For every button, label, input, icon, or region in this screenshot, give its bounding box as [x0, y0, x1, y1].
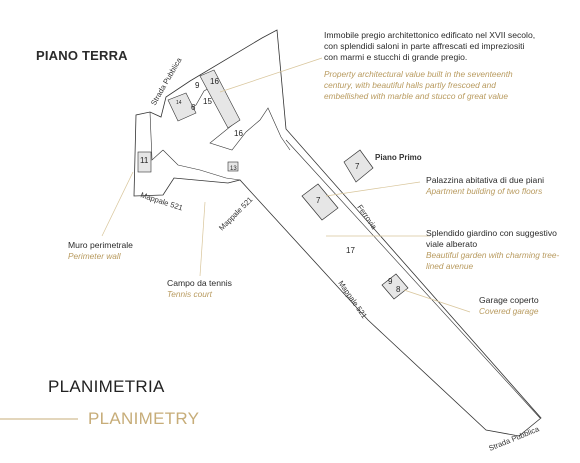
plan-subtitle: PLANIMETRY [88, 409, 200, 428]
parcel-label: Mappale 521 [217, 195, 254, 232]
annotation-garage: Garage coperto Covered garage [479, 295, 539, 317]
interior-line-courtyard [162, 149, 241, 181]
annotation-garage-en: Covered garage [479, 306, 539, 316]
building-number: 9 [388, 277, 393, 286]
building-palazzina [301, 183, 339, 221]
building-number: 9 [195, 81, 200, 90]
annotation-palazzina-en: Apartment building of two floors [426, 186, 543, 196]
plot-outline [133, 29, 542, 437]
first-floor-label: Piano Primo [375, 153, 422, 162]
building-number: 7 [316, 196, 321, 205]
building-number: 11 [140, 156, 149, 165]
annotation-tennis-it: Campo da tennis [167, 278, 232, 288]
building-number: 16 [210, 77, 219, 86]
leader-garage [403, 289, 471, 313]
building-garage [381, 273, 409, 300]
leader-wall [101, 171, 134, 237]
building-number: 8 [396, 285, 401, 294]
building-number: 7 [355, 162, 360, 171]
annotation-wall: Muro perimetrale Perimeter wall [68, 240, 133, 262]
building-north-wing [199, 69, 241, 129]
title-underline [0, 418, 78, 420]
leader-historic [219, 57, 323, 93]
annotation-garden-en: Beautiful garden with charming tree-line… [426, 250, 560, 271]
interior-line-main-building [177, 83, 291, 151]
annotation-garden-it: Splendido giardino con suggestivo viale … [426, 228, 557, 249]
building-first-floor [343, 149, 374, 183]
annotation-garage-it: Garage coperto [479, 295, 539, 305]
annotation-palazzina: Palazzina abitativa di due piani Apartme… [426, 175, 544, 197]
annotation-wall-it: Muro perimetrale [68, 240, 133, 250]
annotation-tennis-en: Tennis court [167, 289, 212, 299]
interior-line-west [149, 111, 164, 161]
annotation-historic: Immobile pregio architettonico edificato… [324, 30, 536, 102]
leader-palazzina [325, 181, 421, 197]
ground-floor-heading: PIANO TERRA [36, 48, 128, 63]
building-number: 6 [191, 103, 196, 112]
building-west-small [167, 92, 197, 122]
railway-line [285, 139, 541, 419]
annotation-palazzina-it: Palazzina abitativa di due piani [426, 175, 545, 185]
annotation-historic-it: Immobile pregio architettonico edificato… [324, 30, 536, 62]
annotation-historic-en: Property architectural value built in th… [324, 69, 513, 101]
building-number: 14 [176, 100, 182, 106]
annotation-garden: Splendido giardino con suggestivo viale … [426, 228, 561, 272]
building-number: 17 [346, 246, 355, 255]
annotation-tennis: Campo da tennis Tennis court [167, 278, 232, 300]
building-number: 16 [234, 129, 243, 138]
building-11 [137, 151, 152, 173]
plan-title: PLANIMETRIA [48, 377, 165, 396]
annotation-wall-en: Perimeter wall [68, 251, 121, 261]
building-number: 13 [230, 166, 237, 172]
building-number: 15 [203, 97, 212, 106]
leader-tennis [199, 201, 206, 277]
building-13 [227, 161, 239, 172]
